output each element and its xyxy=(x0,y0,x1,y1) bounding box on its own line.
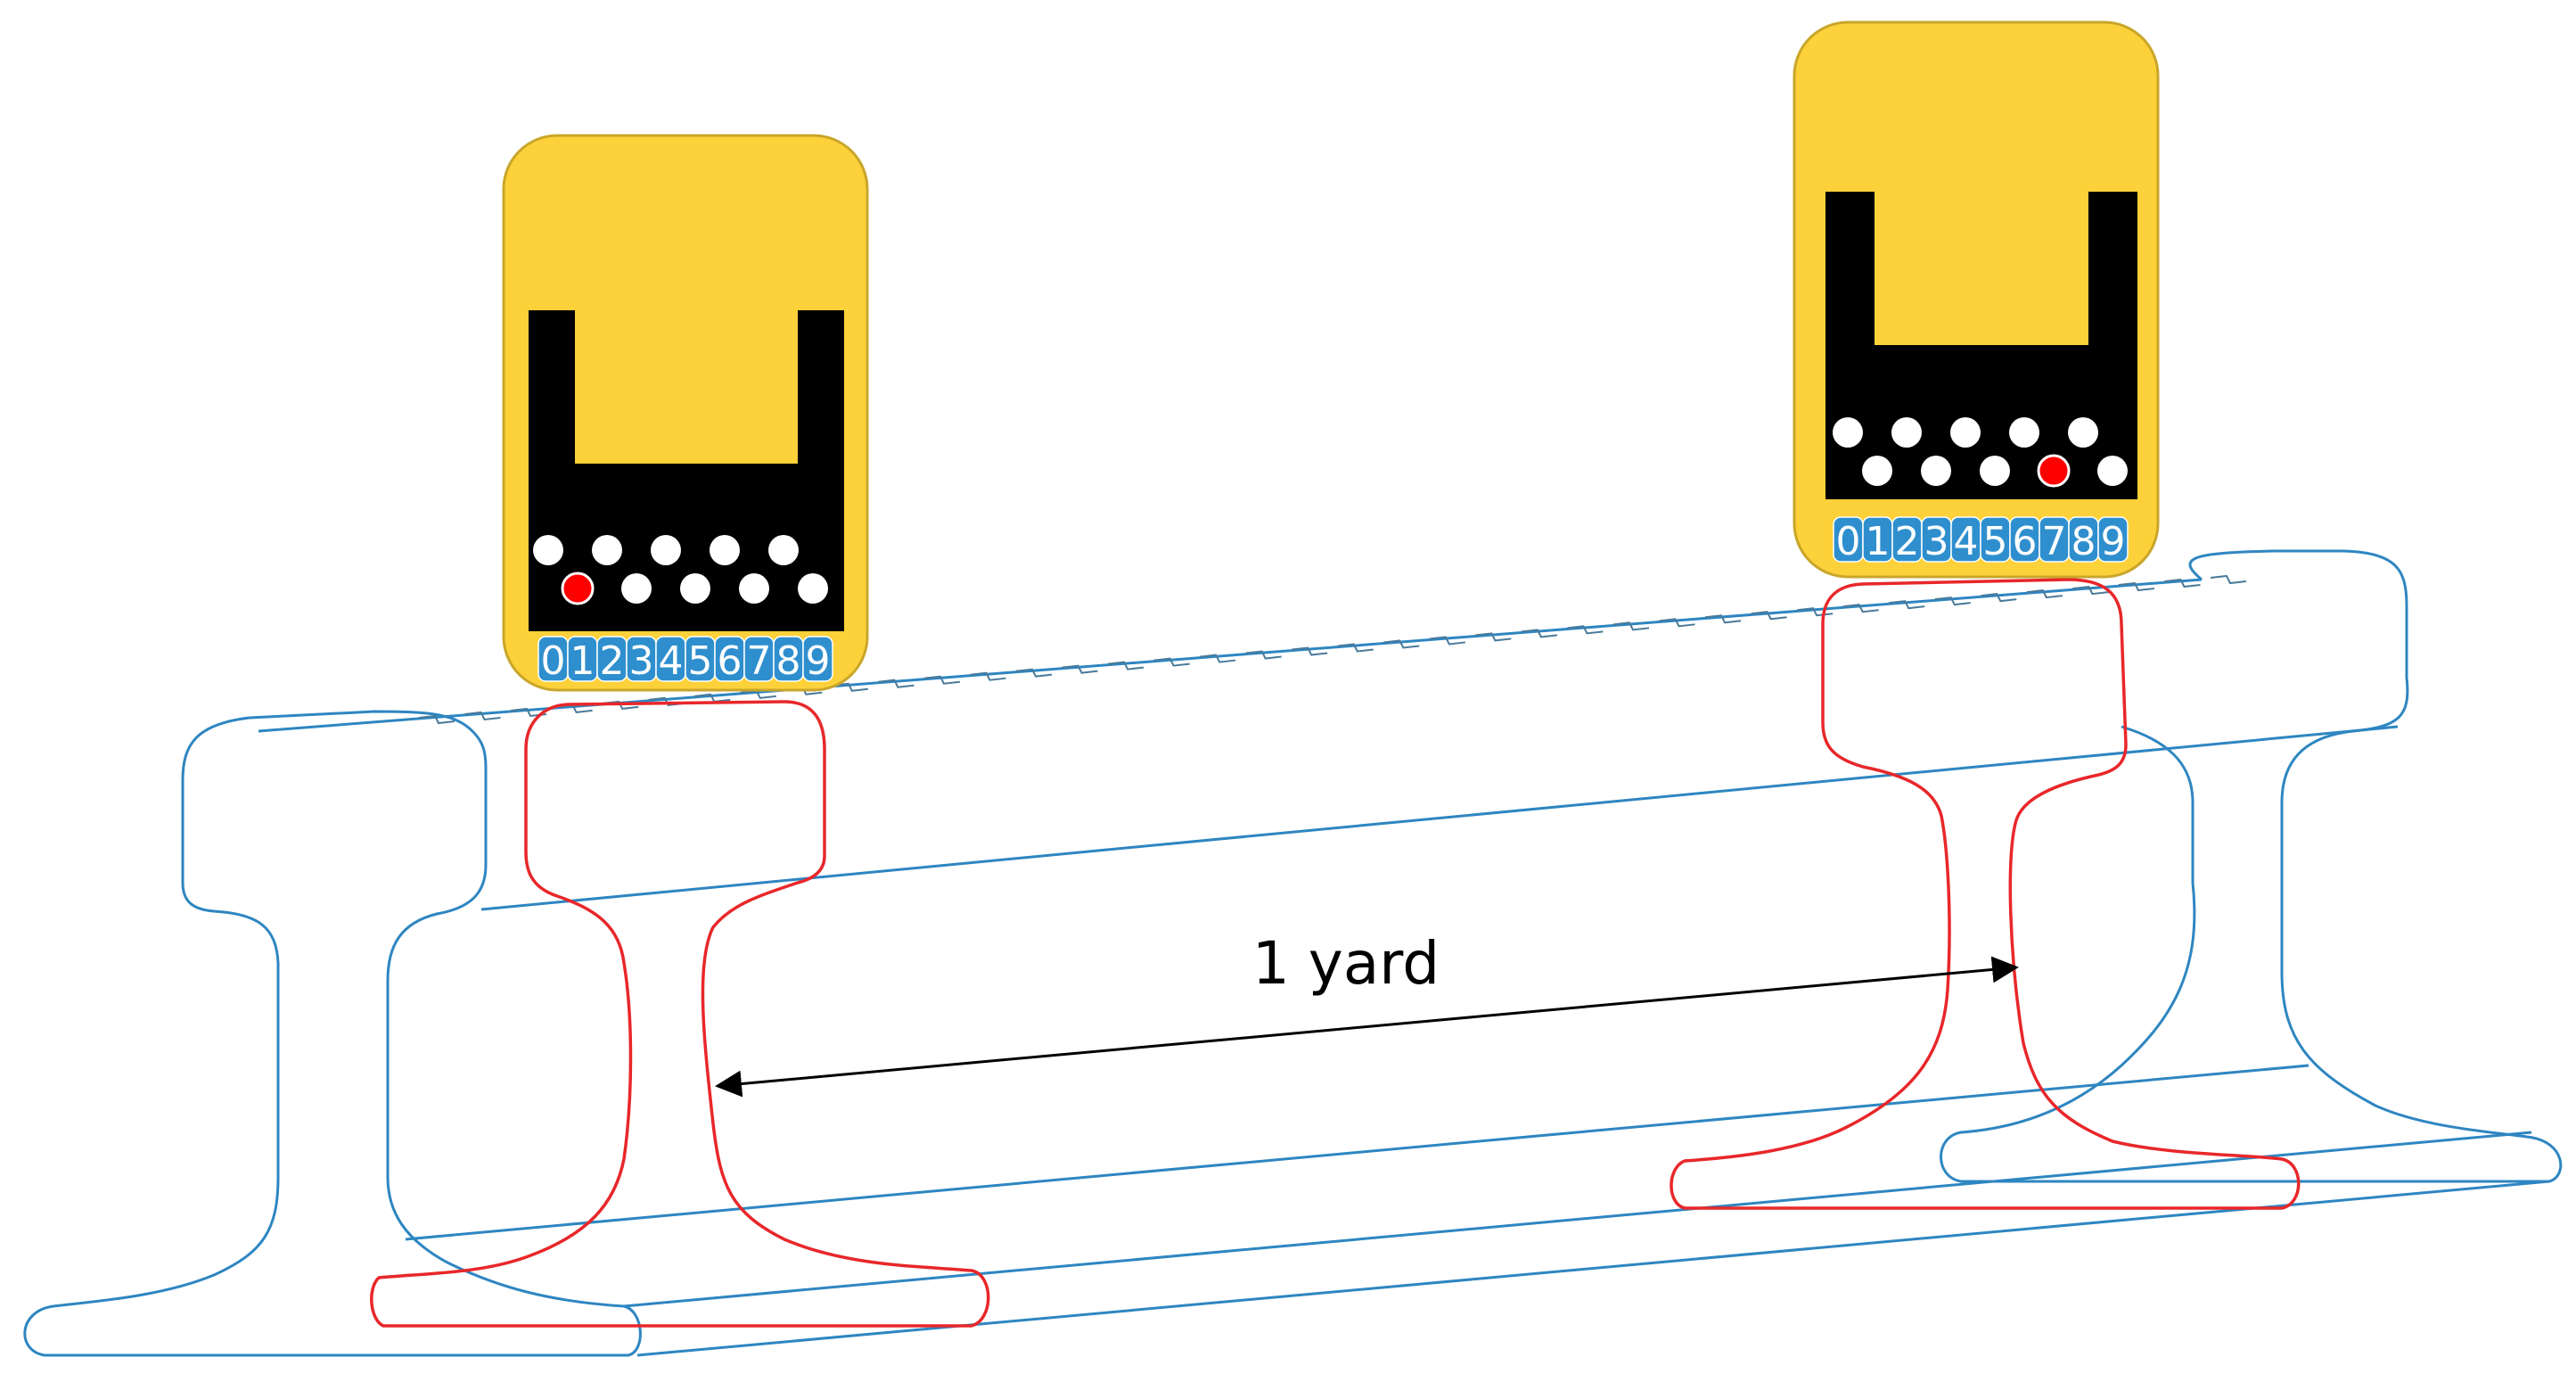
scale-tick xyxy=(1934,596,1971,606)
scale-tick xyxy=(740,689,776,699)
scale-tick xyxy=(464,711,501,721)
digit-label: 2 xyxy=(1895,519,1920,564)
gauge-hole-dot xyxy=(533,535,563,565)
rail-cross-section-right xyxy=(1669,578,2301,1210)
gauge-hole-dot xyxy=(1833,417,1863,448)
scale-tick xyxy=(1383,639,1420,649)
digit-label: 8 xyxy=(776,638,801,684)
digit-label: 5 xyxy=(688,638,713,684)
digit-label: 1 xyxy=(570,638,595,684)
gauge-hole-dot xyxy=(680,573,710,604)
rail-head-bottom-edge xyxy=(480,725,2399,911)
digit-label: 9 xyxy=(806,638,831,684)
scale-tick xyxy=(1200,654,1236,663)
digit-label: 6 xyxy=(718,638,742,684)
gauge-hole-dot xyxy=(2097,456,2128,486)
scale-tick xyxy=(1245,650,1282,660)
gauge-hole-dot xyxy=(768,535,799,565)
digit-label: 4 xyxy=(659,638,684,684)
digit-label: 5 xyxy=(1983,519,2008,564)
scale-tick xyxy=(1981,593,2017,603)
scale-tick xyxy=(970,671,1006,681)
scale-tick xyxy=(878,679,915,688)
digit-label: 7 xyxy=(747,638,772,684)
rail-near-end-profile xyxy=(23,710,642,1357)
scale-tick xyxy=(2210,574,2247,585)
rail-web-bottom-edge xyxy=(405,1064,2309,1241)
scale-tick xyxy=(1429,636,1465,646)
digit-label: 3 xyxy=(1924,519,1949,564)
digit-label: 0 xyxy=(541,638,566,684)
gauge-indicator-dot xyxy=(561,572,595,605)
digit-cell xyxy=(2097,516,2129,563)
rail-head-top-edge xyxy=(258,578,2203,733)
gauge-hole-dot xyxy=(2068,417,2098,448)
digit-label: 1 xyxy=(1866,519,1891,564)
gauge-hole-dot xyxy=(651,535,681,565)
scale-tick xyxy=(2026,589,2063,599)
scale-tick xyxy=(1842,604,1879,613)
gauge-indicator-dot xyxy=(2037,454,2071,488)
digit-label: 0 xyxy=(1836,519,1861,564)
gauge-hole-dot xyxy=(592,535,622,565)
gauge-hole-dot xyxy=(1950,417,1981,448)
gauge-hole-dot xyxy=(1862,456,1892,486)
rail-foot-top-edge xyxy=(623,1131,2532,1308)
digit-label: 3 xyxy=(629,638,654,684)
digit-label: 2 xyxy=(600,638,625,684)
gauge-hole-dot xyxy=(739,573,769,604)
scale-tick xyxy=(2072,586,2109,596)
dimension-arrow xyxy=(715,956,2019,1098)
digit-label: 7 xyxy=(2042,519,2067,564)
digit-label: 9 xyxy=(2101,519,2126,564)
scale-tick xyxy=(1521,629,1558,638)
digit-label: 4 xyxy=(1954,519,1979,564)
scale-tick xyxy=(418,714,455,725)
gauge-hole-dot xyxy=(1980,456,2010,486)
scale-tick xyxy=(694,693,731,703)
scale-tick xyxy=(1015,668,1053,678)
rail-cross-section-left xyxy=(370,700,990,1328)
scale-tick xyxy=(1659,618,1695,628)
scale-tick xyxy=(2118,581,2155,592)
gauge-hole-dot xyxy=(710,535,740,565)
scale-tick xyxy=(2164,578,2201,588)
scale-tick xyxy=(1292,646,1328,656)
gauge-hole-dot xyxy=(2009,417,2039,448)
scale-tick xyxy=(1889,600,1925,610)
gauge-hole-dot xyxy=(1921,456,1951,486)
gauge-hole-dot xyxy=(1891,417,1922,448)
scale-tick xyxy=(1751,611,1787,621)
gauge-hole-dot xyxy=(621,573,652,604)
scale-tick xyxy=(1704,614,1742,624)
digit-label: 6 xyxy=(2013,519,2038,564)
scale-tick xyxy=(1153,657,1190,667)
gauge-hole-dot xyxy=(798,573,828,604)
rail-far-end-profile xyxy=(1940,549,2563,1183)
scale-tick xyxy=(1337,643,1374,653)
dimension-label: 1 yard xyxy=(1252,929,1440,998)
scale-tick xyxy=(923,675,961,685)
digit-label: 8 xyxy=(2071,519,2096,564)
gauge-dots xyxy=(1833,417,2128,488)
gauge-dots xyxy=(533,535,828,605)
scale-tick xyxy=(1475,632,1512,642)
scale-tick xyxy=(1567,625,1604,635)
scale-tick xyxy=(1107,661,1144,670)
digit-cell xyxy=(802,636,833,682)
scale-tick xyxy=(1612,621,1650,631)
scale-tick xyxy=(1062,664,1098,674)
